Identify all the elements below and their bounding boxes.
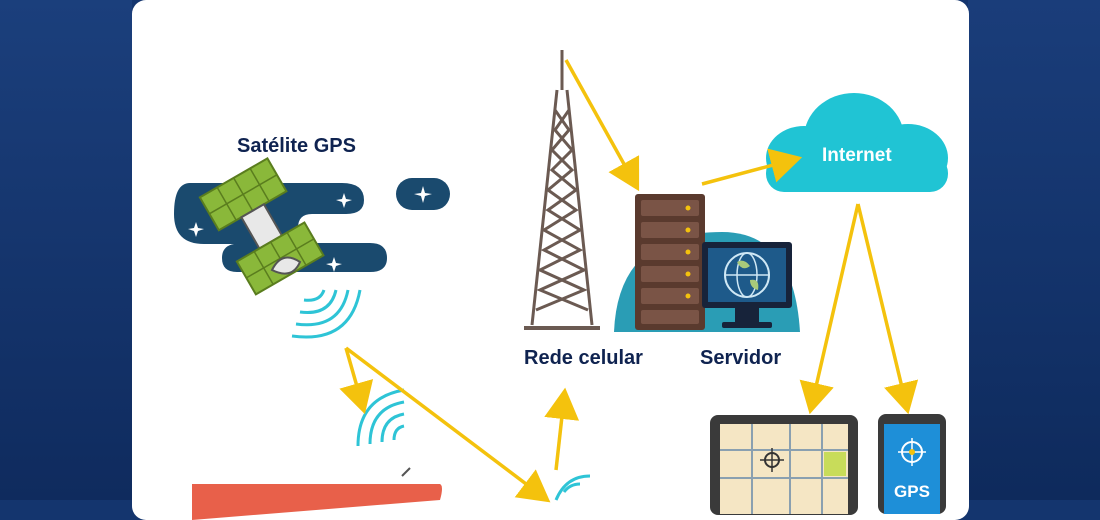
arrow-server-to-internet	[701, 148, 803, 186]
internet-label: Internet	[822, 145, 892, 166]
internet-cloud-icon	[766, 93, 948, 192]
tracker-device-icon	[192, 484, 442, 520]
tower-receiver-waves-icon	[554, 474, 591, 501]
cell-network-label: Rede celular	[524, 347, 643, 369]
arrow-receiver-to-tower	[544, 387, 580, 471]
diagram-canvas: GPS	[174, 50, 948, 520]
receiver-signal-waves-icon	[356, 388, 405, 447]
arrow-internet-to-tablet	[799, 203, 860, 415]
satellite-label: Satélite GPS	[237, 135, 356, 157]
arrow-satellite-link	[339, 347, 374, 415]
arrow-internet-to-phone	[856, 203, 919, 415]
star-icon	[326, 257, 342, 272]
arrow-tower-to-server	[564, 59, 640, 192]
star-icon	[188, 222, 204, 237]
arrow-satellite-to-receiver	[344, 346, 551, 503]
server-illustration	[614, 194, 800, 332]
tablet-map-icon	[710, 415, 858, 515]
server-label: Servidor	[700, 347, 782, 369]
star-icon	[414, 186, 432, 203]
satellite-dish-icon	[270, 256, 302, 275]
signal-waves-icon	[291, 289, 362, 339]
satellite-illustration	[174, 157, 450, 339]
phone-gps-icon: GPS	[878, 414, 946, 514]
background-left-panel	[0, 0, 132, 500]
satellite-icon	[198, 157, 325, 296]
monitor-icon	[702, 242, 792, 328]
background-right-panel	[968, 0, 1100, 500]
star-icon	[336, 193, 352, 208]
connection-arrows	[339, 59, 919, 503]
cell-tower-icon	[524, 50, 600, 330]
diagram-card: GPS Satélite GPS Rede celular Servidor I…	[132, 0, 969, 520]
phone-gps-text: GPS	[894, 482, 930, 501]
